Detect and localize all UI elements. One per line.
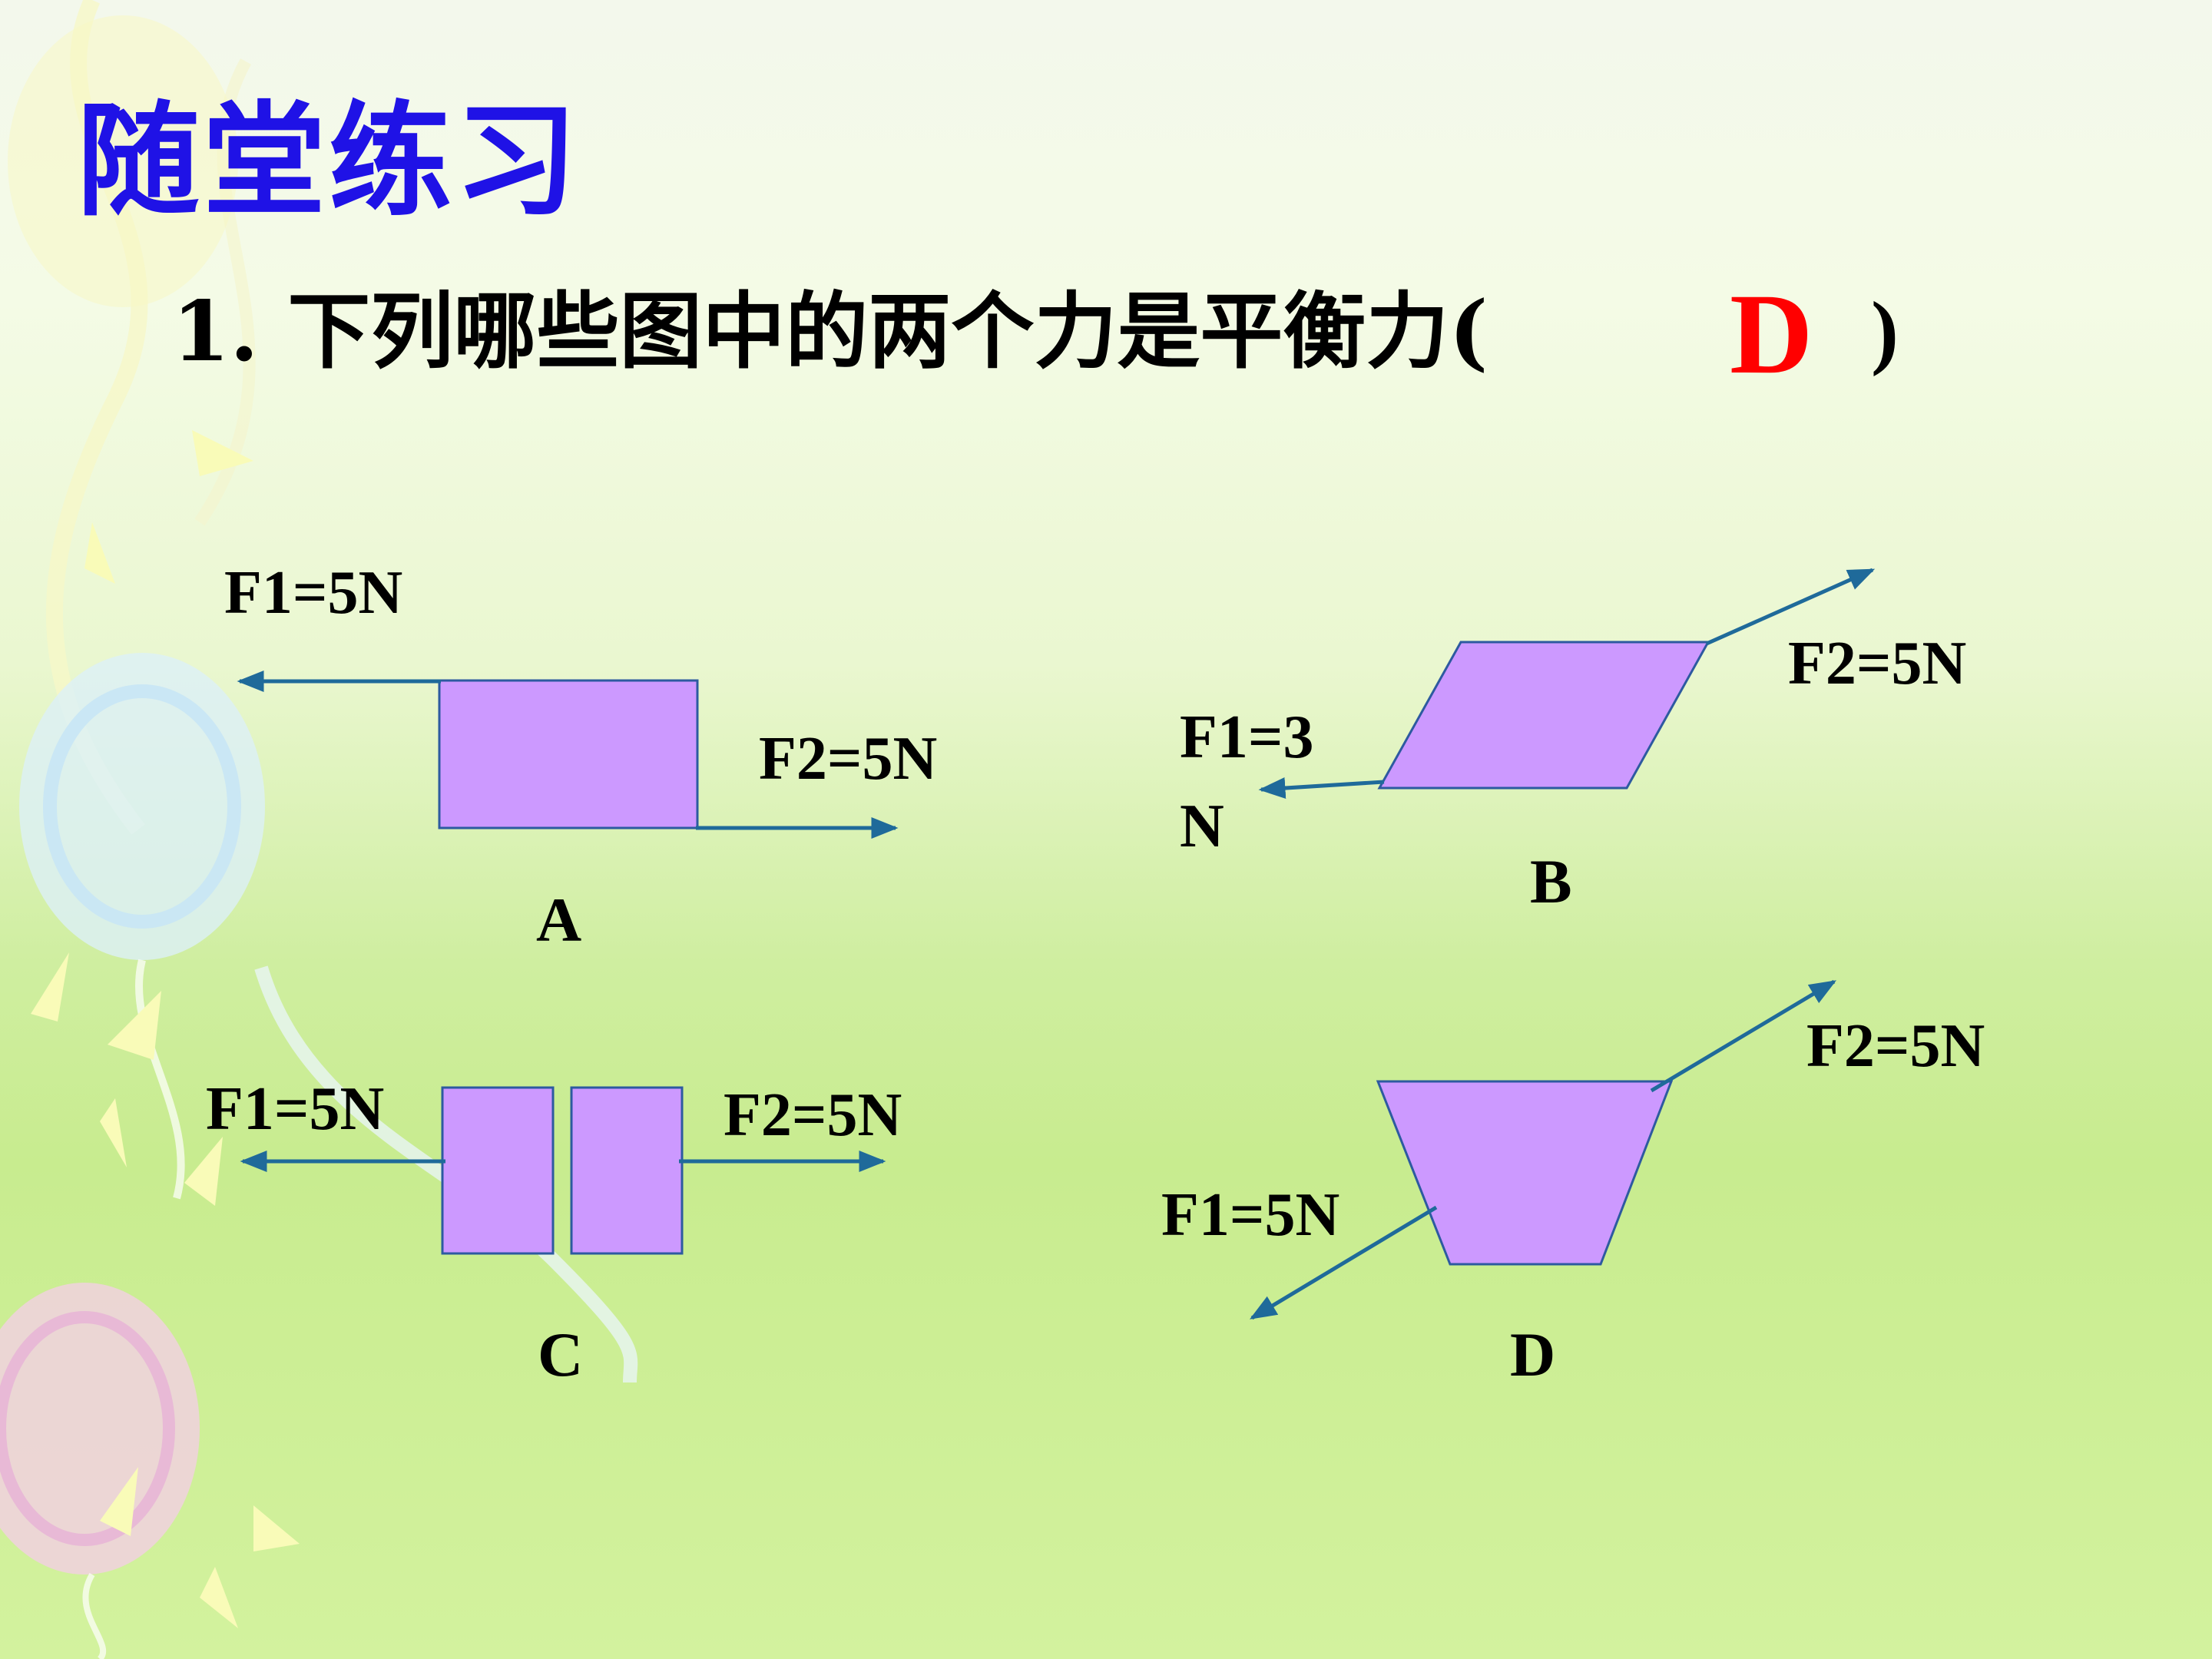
figure-d-f1-arrow	[1249, 1205, 1438, 1320]
question-prompt: 1. 下列哪些图中的两个力是平衡力(	[172, 283, 1488, 380]
figure-d-f1-label: F1=5N	[1161, 1181, 1340, 1249]
figure-b-f2-arrow	[1705, 568, 1876, 646]
figure-c-block-right	[570, 1086, 684, 1255]
slide-title: 随堂练习	[77, 89, 581, 233]
figure-b-f1-arrow	[1258, 777, 1385, 800]
figure-c-f1-label: F1=5N	[206, 1075, 385, 1143]
figure-c-caption: C	[538, 1320, 584, 1389]
figure-c-f2-label: F2=5N	[724, 1081, 902, 1149]
figure-b-block	[1377, 641, 1710, 790]
figure-b-f1-label-line1: F1=3	[1180, 704, 1314, 771]
figure-c-block-left	[441, 1086, 555, 1255]
figure-d-f2-label: F2=5N	[1806, 1012, 1985, 1080]
question-text: 1. 下列哪些图中的两个力是平衡力(	[172, 278, 1488, 386]
answer-letter: D	[1730, 270, 1813, 398]
figure-a-f2-label: F2=5N	[759, 725, 938, 793]
figure-b-f2-label: F2=5N	[1788, 630, 1967, 697]
figure-a-block	[438, 679, 699, 830]
figure-a-caption: A	[536, 885, 582, 955]
question-close-paren: )	[1871, 286, 1899, 377]
figure-b-f1-label-line2: N	[1180, 793, 1224, 860]
figure-d-caption: D	[1510, 1320, 1556, 1389]
figure-b-caption: B	[1530, 846, 1572, 916]
figure-d-f2-arrow	[1650, 979, 1837, 1093]
figure-a-f1-label: F1=5N	[224, 559, 403, 627]
figure-d-block	[1376, 1080, 1674, 1266]
